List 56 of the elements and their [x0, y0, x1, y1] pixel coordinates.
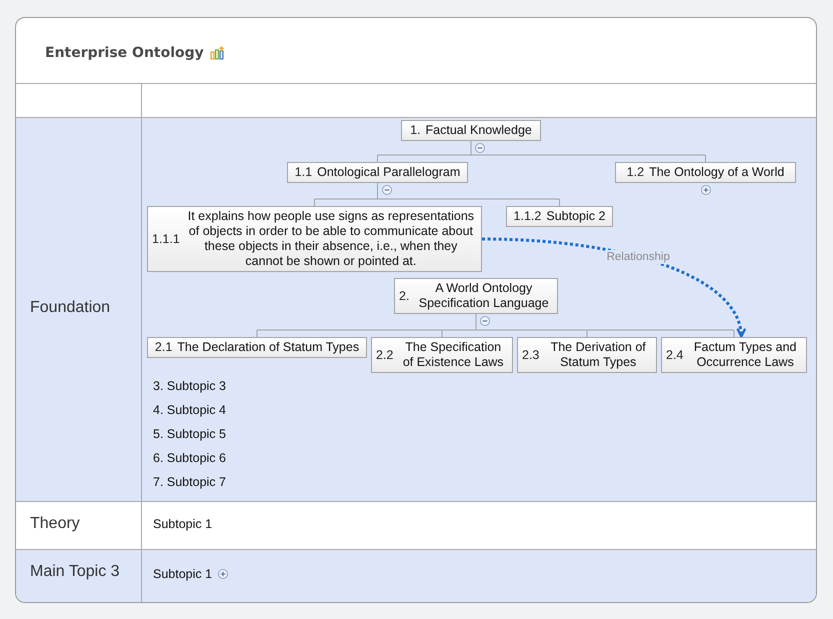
topic-number: 2.2	[376, 348, 394, 362]
topic-number: 1.	[410, 123, 421, 138]
connector-line	[377, 198, 560, 200]
row-header: Main Topic 3	[30, 562, 120, 582]
topic-number: 1.1	[294, 165, 312, 180]
topic-box	[147, 206, 482, 272]
topic-label: 3. Subtopic 3	[153, 378, 226, 394]
topic-box	[401, 120, 541, 141]
connector-line	[377, 154, 472, 156]
connector-line	[256, 330, 258, 338]
topic-text: It explains how people use signs as representations of objects in order to be able to communicate about these objects in their absence, i.e., when they cannot be shown or pointed at.	[186, 209, 476, 269]
topic-box	[661, 337, 807, 373]
topic-text: The Declaration of Statum Types	[177, 340, 360, 355]
topic-label: 7. Subtopic 7	[153, 474, 226, 490]
topic-label: 5. Subtopic 5	[153, 426, 226, 442]
topic-label: Subtopic 1	[153, 516, 212, 532]
topic-label: Subtopic 1	[153, 566, 212, 582]
topic-label: 6. Subtopic 6	[153, 450, 226, 466]
topic-text: Factual Knowledge	[426, 123, 532, 138]
topic-number: 2.3	[522, 348, 540, 362]
topic-text: A World Ontology Specification Language	[418, 281, 550, 311]
topic-text: Subtopic 2	[546, 209, 606, 224]
topic-text: Ontological Parallelogram	[317, 165, 460, 180]
connector-line	[314, 198, 378, 200]
connector-line	[559, 198, 560, 206]
topic-text: Factum Types and Occurrence Laws	[692, 340, 798, 370]
topic-box	[615, 162, 796, 183]
diagram-title: Enterprise Ontology	[45, 44, 204, 62]
edge-label: Relationship	[604, 250, 672, 264]
topic-text: The Specification of Existence Laws	[402, 340, 505, 370]
topic-box	[506, 206, 613, 227]
connector-line	[470, 154, 706, 156]
table-row	[16, 117, 816, 501]
topic-box	[147, 337, 367, 358]
topic-label: 4. Subtopic 4	[153, 402, 226, 418]
topic-number: 2.	[399, 288, 410, 304]
topic-text: The Ontology of a World	[649, 165, 784, 180]
topic-number: 1.1.1	[152, 232, 180, 246]
connector-line	[377, 154, 378, 162]
connector-line	[586, 330, 588, 338]
topic-box	[287, 162, 468, 183]
topic-box	[517, 337, 657, 373]
topic-number: 1.2	[626, 165, 644, 180]
topic-box	[371, 337, 513, 373]
topic-number: 2.4	[666, 348, 684, 362]
row-header: Foundation	[30, 298, 110, 318]
connector-line	[470, 140, 472, 156]
row-header: Theory	[30, 514, 80, 534]
topic-text: The Derivation of Statum Types	[550, 340, 647, 370]
topic-box	[394, 278, 558, 314]
connector-line	[705, 154, 706, 162]
connector-line	[377, 182, 378, 200]
table-row	[16, 549, 816, 602]
topic-number: 1.1.2	[514, 209, 542, 224]
topic-number: 2.1	[154, 340, 172, 355]
connector-line	[314, 198, 315, 206]
